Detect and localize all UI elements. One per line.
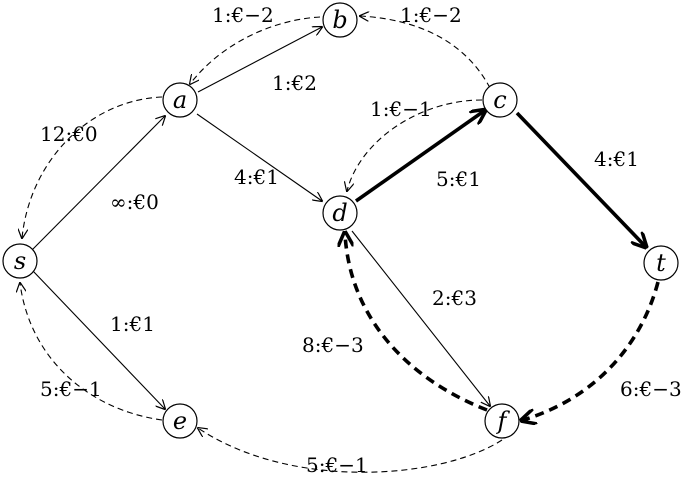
edge-label-b-a: 1:€−2 xyxy=(212,3,274,27)
edge-f-d xyxy=(345,234,488,412)
node-d: d xyxy=(322,195,358,231)
edge-s-a xyxy=(31,116,165,251)
edge-d-f xyxy=(351,230,490,406)
node-c: c xyxy=(482,82,518,118)
edge-a-d xyxy=(196,113,322,201)
edge-label-d-f: 2:€3 xyxy=(432,286,477,310)
edge-label-f-e: 5:€−1 xyxy=(306,453,368,477)
node-label-t: t xyxy=(656,249,666,277)
edge-a-s xyxy=(22,96,163,238)
node-t: t xyxy=(643,245,679,281)
edge-label-a-s: 12:€0 xyxy=(40,122,98,146)
edge-a-b xyxy=(197,27,322,93)
edge-c-d xyxy=(347,99,483,191)
edge-label-f-d: 8:€−3 xyxy=(302,333,364,357)
node-f: f xyxy=(484,403,520,439)
node-s: s xyxy=(2,243,38,279)
edge-d-c xyxy=(354,111,484,203)
edge-label-c-d: 1:€−1 xyxy=(370,97,432,121)
node-e: e xyxy=(162,403,198,439)
edges xyxy=(20,16,660,473)
node-label-a: a xyxy=(173,86,187,114)
edge-label-d-c: 5:€1 xyxy=(436,167,481,191)
node-label-c: c xyxy=(493,86,506,114)
edge-label-c-t: 4:€1 xyxy=(594,147,639,171)
edge-b-a xyxy=(190,16,321,84)
edge-c-b xyxy=(360,16,491,89)
edge-label-s-e: 1:€1 xyxy=(110,312,155,336)
edge-label-s-a: ∞:€0 xyxy=(110,190,159,214)
node-label-s: s xyxy=(14,247,26,275)
node-label-d: d xyxy=(332,199,347,227)
nodes: s a b c d e f t xyxy=(2,2,679,439)
edge-label-t-f: 6:€−3 xyxy=(620,377,682,401)
edge-label-c-b: 1:€−2 xyxy=(400,3,462,27)
edge-label-a-d: 4:€1 xyxy=(234,165,279,189)
node-label-e: e xyxy=(173,407,187,435)
edge-c-t xyxy=(515,111,645,246)
edge-label-a-b: 1:€2 xyxy=(272,71,317,95)
node-b: b xyxy=(322,2,358,38)
edge-label-e-s: 5:€−1 xyxy=(40,377,102,401)
edge-labels: ∞:€0 12:€0 1:€2 1:€−2 1:€−2 4:€1 5:€1 1:… xyxy=(40,3,682,477)
edge-e-s xyxy=(20,283,163,421)
node-label-b: b xyxy=(332,6,347,34)
edge-f-e xyxy=(198,428,503,473)
node-a: a xyxy=(162,82,198,118)
edge-s-e xyxy=(32,270,165,409)
